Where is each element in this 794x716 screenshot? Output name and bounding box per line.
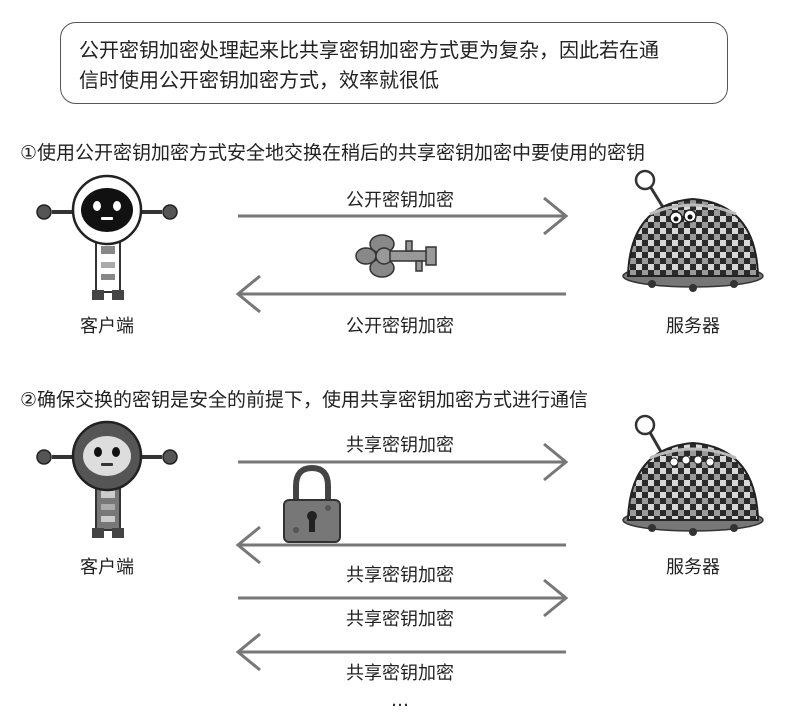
continuation-ellipsis: … [391, 690, 409, 711]
step2-heading: ②确保交换的密钥是安全的前提下，使用共享密钥加密方式进行通信 [20, 389, 589, 411]
step1-arrow-to-server-label: 公开密钥加密 [346, 190, 454, 211]
step1-arrow-to-server [238, 196, 569, 236]
client-robot-icon [36, 174, 178, 300]
step2-client-label: 客户端 [80, 557, 134, 578]
step1-heading: ①使用公开密钥加密方式安全地交换在稍后的共享密钥加密中要使用的密钥 [20, 142, 646, 164]
padlock-icon [283, 464, 341, 543]
step2-server-label: 服务器 [666, 557, 720, 578]
step2-arrow-to-server-1 [238, 442, 569, 482]
key-icon [355, 234, 437, 278]
step1-client-label: 客户端 [80, 316, 134, 337]
step2-arrow-to-server-2 [238, 578, 569, 618]
client-robot-icon [36, 420, 178, 538]
step1-arrow-to-client [235, 274, 566, 314]
step1-server-label: 服务器 [666, 316, 720, 337]
server-robot-icon [622, 414, 764, 536]
step1-arrow-to-client-label: 公开密钥加密 [346, 316, 454, 337]
intro-note-line-1: 公开密钥加密处理起来比共享密钥加密方式更为复杂，因此若在通 [79, 38, 659, 62]
step2-arrow-label-3: 共享密钥加密 [346, 609, 454, 630]
step2-arrow-label-1: 共享密钥加密 [346, 435, 454, 456]
step2-arrow-label-4: 共享密钥加密 [346, 663, 454, 684]
step2-arrow-to-client-1 [235, 525, 566, 565]
step2-arrow-to-client-2 [235, 632, 566, 672]
intro-note: 公开密钥加密处理起来比共享密钥加密方式更为复杂，因此若在通 信时使用公开密钥加密… [60, 22, 728, 104]
server-robot-icon [622, 169, 764, 292]
intro-note-line-2: 信时使用公开密钥加密方式，效率就很低 [79, 68, 439, 92]
step2-arrow-label-2: 共享密钥加密 [346, 565, 454, 586]
